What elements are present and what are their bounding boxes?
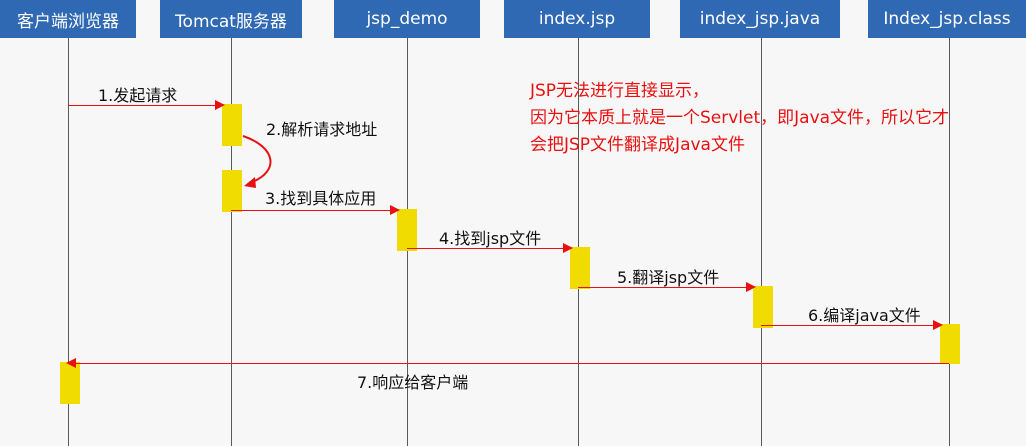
message-label-2: 2.解析请求地址: [266, 120, 378, 139]
actor-jsp-demo: jsp_demo: [334, 0, 480, 38]
message-label-3: 3.找到具体应用: [265, 189, 377, 208]
actor-tomcat-server: Tomcat服务器: [160, 0, 302, 38]
arrowhead-right-icon: [746, 282, 756, 292]
lifeline-index-jsp: [578, 38, 579, 446]
annotation-note: JSP无法进行直接显示， 因为它本质上就是一个Servlet，即Java文件，所…: [530, 78, 949, 159]
arrowhead-right-icon: [215, 100, 225, 110]
message-arrow-4: [407, 243, 573, 253]
message-label-1: 1.发起请求: [98, 86, 178, 105]
actor-index-jsp-java: index_jsp.java: [680, 0, 840, 38]
note-line-1: JSP无法进行直接显示，: [530, 81, 710, 101]
actor-client-browser: 客户端浏览器: [0, 0, 136, 38]
lifeline-index-jsp-class: [949, 38, 950, 446]
message-label-4: 4.找到jsp文件: [439, 229, 542, 248]
arrowhead-right-icon: [933, 320, 943, 330]
activation-tomcat-1: [222, 104, 242, 146]
note-line-2: 因为它本质上就是一个Servlet，即Java文件，所以它才: [530, 108, 950, 128]
lifeline-client-browser: [68, 38, 69, 446]
message-arrow-6: [761, 320, 943, 330]
message-label-6: 6.编译java文件: [808, 306, 921, 325]
actor-index-jsp: index.jsp: [504, 0, 650, 38]
activation-client-browser: [60, 362, 80, 404]
message-label-7: 7.响应给客户端: [357, 373, 469, 392]
activation-index-jsp-java: [753, 286, 773, 328]
message-arrow-3: [231, 205, 400, 215]
lifeline-tomcat-server: [231, 38, 232, 446]
actor-index-jsp-class: Index_jsp.class: [868, 0, 1026, 38]
activation-jsp-demo: [397, 209, 417, 251]
activation-index-jsp: [570, 247, 590, 289]
arrowhead-right-icon: [563, 243, 573, 253]
note-line-3: 会把JSP文件翻译成Java文件: [530, 135, 745, 155]
activation-tomcat-2: [222, 170, 242, 212]
lifeline-index-jsp-java: [761, 38, 762, 446]
message-arrow-1: [68, 100, 225, 110]
arrowhead-left-icon: [66, 358, 76, 368]
message-arrow-5: [578, 282, 756, 292]
message-label-5: 5.翻译jsp文件: [617, 268, 720, 287]
activation-index-jsp-class: [940, 324, 960, 364]
arrowhead-right-icon: [390, 205, 400, 215]
message-arrow-7: [66, 358, 949, 368]
